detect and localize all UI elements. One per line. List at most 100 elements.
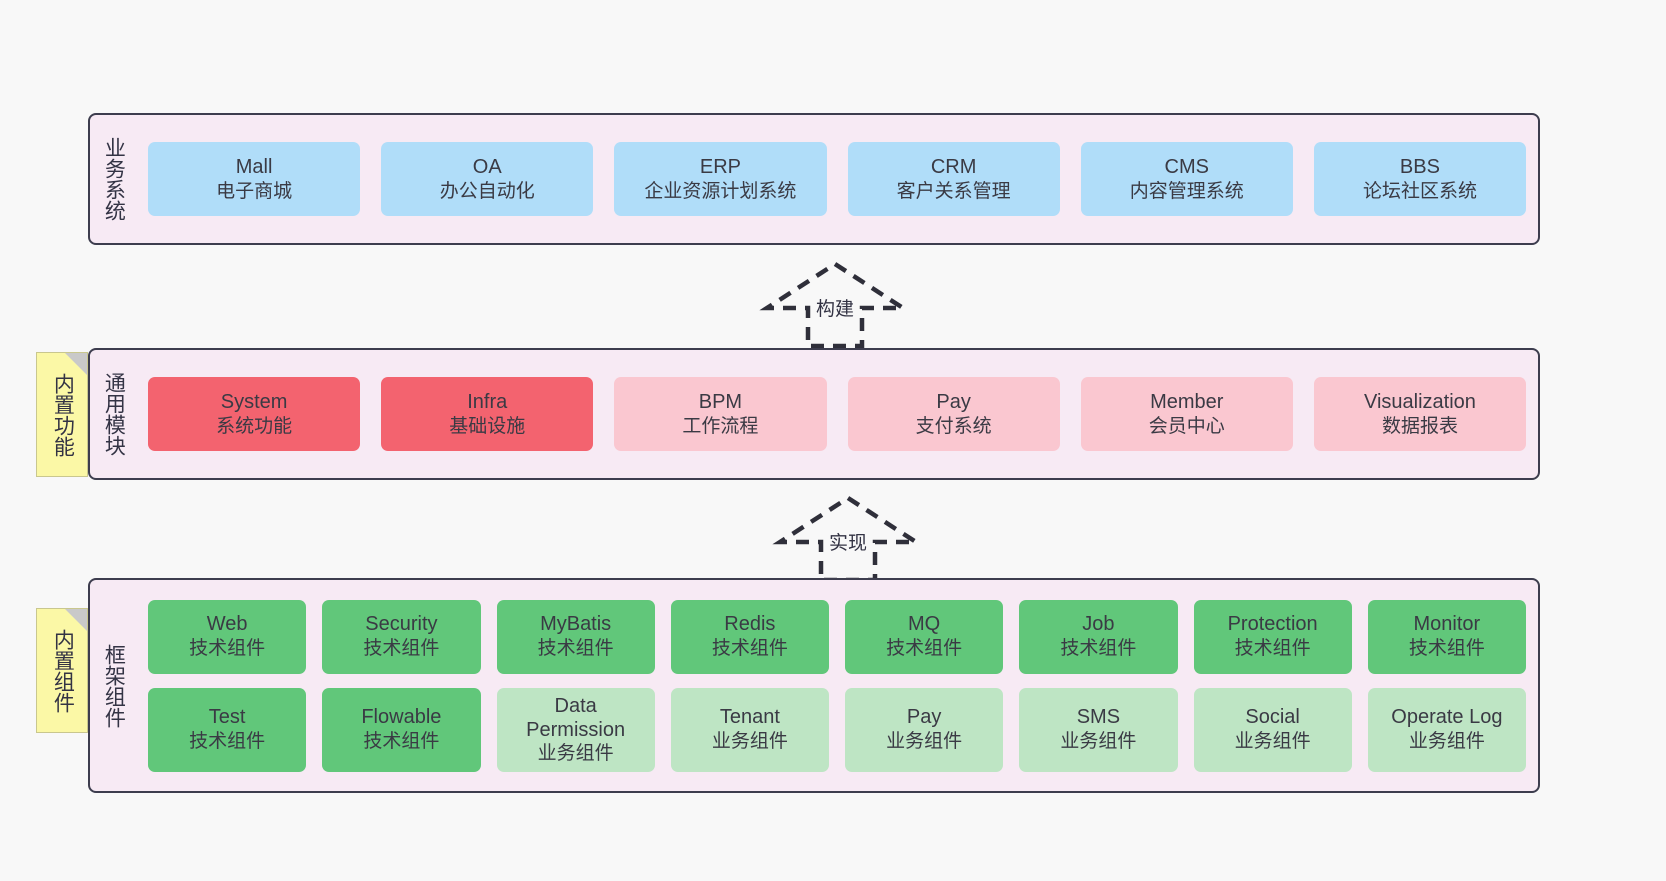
node-title: Monitor bbox=[1413, 613, 1481, 636]
node-title: MQ bbox=[908, 613, 941, 636]
note-label: 内置组件 bbox=[51, 628, 75, 713]
note-builtin-features[interactable]: 内置功能 bbox=[36, 352, 88, 477]
node-mq[interactable]: MQ 技术组件 bbox=[845, 599, 1004, 674]
layer-common-modules[interactable]: 通用模块 System 系统功能 Infra 基础设施 BPM 工作流程 Pay… bbox=[88, 348, 1540, 480]
node-security[interactable]: Security 技术组件 bbox=[322, 599, 481, 674]
node-mybatis[interactable]: MyBatis 技术组件 bbox=[496, 599, 655, 674]
node-title: ERP bbox=[699, 155, 741, 178]
row: Web 技术组件 Security 技术组件 MyBatis 技术组件 Redi… bbox=[148, 599, 1526, 674]
node-monitor[interactable]: Monitor 技术组件 bbox=[1367, 599, 1526, 674]
node-title: BPM bbox=[698, 390, 743, 413]
node-subtitle: 客户关系管理 bbox=[896, 180, 1011, 202]
node-title: Visualization bbox=[1363, 390, 1476, 413]
node-member[interactable]: Member 会员中心 bbox=[1080, 377, 1293, 451]
node-test[interactable]: Test 技术组件 bbox=[148, 687, 307, 772]
folded-corner-icon bbox=[65, 353, 87, 375]
node-subtitle: 业务组件 bbox=[711, 731, 788, 753]
node-operate-log[interactable]: Operate Log 业务组件 bbox=[1367, 687, 1526, 772]
node-subtitle: 电子商城 bbox=[216, 180, 293, 202]
layer-body-common-modules: System 系统功能 Infra 基础设施 BPM 工作流程 Pay 支付系统… bbox=[136, 350, 1538, 478]
node-title: Redis bbox=[724, 613, 776, 636]
folded-corner-icon bbox=[65, 609, 87, 631]
node-title: Pay bbox=[906, 706, 942, 729]
node-subtitle: 支付系统 bbox=[915, 415, 992, 437]
node-erp[interactable]: ERP 企业资源计划系统 bbox=[614, 142, 827, 216]
node-subtitle: 业务组件 bbox=[537, 742, 614, 764]
node-subtitle: 基础设施 bbox=[449, 415, 526, 437]
node-title: Operate Log bbox=[1391, 706, 1503, 729]
node-title: MyBatis bbox=[540, 613, 612, 636]
node-cms[interactable]: CMS 内容管理系统 bbox=[1080, 142, 1293, 216]
connector-label: 实现 bbox=[828, 533, 867, 554]
node-crm[interactable]: CRM 客户关系管理 bbox=[847, 142, 1060, 216]
node-subtitle: 技术组件 bbox=[711, 638, 788, 660]
node-subtitle: 数据报表 bbox=[1381, 415, 1458, 437]
layer-framework-components[interactable]: 框架组件 Web 技术组件 Security 技术组件 MyBatis 技术组件… bbox=[88, 578, 1540, 793]
node-title: Security bbox=[365, 613, 438, 636]
node-title: Mall bbox=[235, 155, 273, 178]
node-data-permission[interactable]: Data Permission 业务组件 bbox=[496, 687, 655, 772]
note-label: 内置功能 bbox=[51, 372, 75, 457]
node-subtitle: 技术组件 bbox=[886, 638, 963, 660]
node-web[interactable]: Web 技术组件 bbox=[148, 599, 307, 674]
connector-label: 构建 bbox=[815, 299, 854, 320]
node-subtitle: 业务组件 bbox=[1408, 731, 1485, 753]
row: Test 技术组件 Flowable 技术组件 Data Permission … bbox=[148, 687, 1526, 772]
note-builtin-components[interactable]: 内置组件 bbox=[36, 608, 88, 733]
node-title: Social bbox=[1245, 706, 1300, 729]
node-pay-business[interactable]: Pay 业务组件 bbox=[845, 687, 1004, 772]
node-subtitle: 办公自动化 bbox=[439, 180, 535, 202]
node-flowable[interactable]: Flowable 技术组件 bbox=[322, 687, 481, 772]
node-subtitle: 会员中心 bbox=[1148, 415, 1225, 437]
node-title: CRM bbox=[930, 155, 977, 178]
node-title: Protection bbox=[1227, 613, 1318, 636]
node-subtitle: 技术组件 bbox=[1408, 638, 1485, 660]
layer-body-business-systems: Mall 电子商城 OA 办公自动化 ERP 企业资源计划系统 CRM 客户关系… bbox=[136, 115, 1538, 243]
node-subtitle: 技术组件 bbox=[363, 638, 440, 660]
connector-implement: 实现 bbox=[768, 492, 928, 582]
node-pay[interactable]: Pay 支付系统 bbox=[847, 377, 1060, 451]
node-subtitle: 系统功能 bbox=[216, 415, 293, 437]
node-subtitle: 工作流程 bbox=[682, 415, 759, 437]
connector-build: 构建 bbox=[755, 258, 915, 348]
layer-title-business-systems: 业务系统 bbox=[102, 137, 126, 221]
node-visualization[interactable]: Visualization 数据报表 bbox=[1313, 377, 1527, 451]
node-sms[interactable]: SMS 业务组件 bbox=[1019, 687, 1178, 772]
node-title: SMS bbox=[1076, 706, 1121, 729]
node-protection[interactable]: Protection 技术组件 bbox=[1193, 599, 1352, 674]
node-redis[interactable]: Redis 技术组件 bbox=[670, 599, 829, 674]
node-subtitle: 业务组件 bbox=[1060, 731, 1137, 753]
node-mall[interactable]: Mall 电子商城 bbox=[148, 142, 361, 216]
node-subtitle: 企业资源计划系统 bbox=[644, 180, 797, 202]
node-subtitle: 技术组件 bbox=[363, 731, 440, 753]
node-title: BBS bbox=[1399, 155, 1440, 178]
node-title: System bbox=[220, 390, 288, 413]
layer-title-common-modules: 通用模块 bbox=[102, 372, 126, 456]
node-subtitle: 技术组件 bbox=[189, 638, 266, 660]
node-tenant[interactable]: Tenant 业务组件 bbox=[670, 687, 829, 772]
node-subtitle: 论坛社区系统 bbox=[1362, 180, 1477, 202]
node-infra[interactable]: Infra 基础设施 bbox=[381, 377, 594, 451]
node-title: Flowable bbox=[361, 706, 442, 729]
node-oa[interactable]: OA 办公自动化 bbox=[381, 142, 594, 216]
row: Mall 电子商城 OA 办公自动化 ERP 企业资源计划系统 CRM 客户关系… bbox=[148, 142, 1527, 216]
node-bbs[interactable]: BBS 论坛社区系统 bbox=[1313, 142, 1527, 216]
node-bpm[interactable]: BPM 工作流程 bbox=[614, 377, 827, 451]
node-system[interactable]: System 系统功能 bbox=[148, 377, 361, 451]
node-subtitle: 业务组件 bbox=[886, 731, 963, 753]
node-title: Web bbox=[206, 613, 248, 636]
node-social[interactable]: Social 业务组件 bbox=[1193, 687, 1352, 772]
node-title: Job bbox=[1082, 613, 1115, 636]
node-title: Data Permission bbox=[526, 694, 626, 741]
node-subtitle: 技术组件 bbox=[189, 731, 266, 753]
node-title: Infra bbox=[467, 390, 508, 413]
layer-title-framework-components: 框架组件 bbox=[102, 643, 126, 728]
node-subtitle: 技术组件 bbox=[537, 638, 614, 660]
layer-business-systems[interactable]: 业务系统 Mall 电子商城 OA 办公自动化 ERP 企业资源计划系统 CRM… bbox=[88, 113, 1540, 245]
node-job[interactable]: Job 技术组件 bbox=[1019, 599, 1178, 674]
node-subtitle: 技术组件 bbox=[1234, 638, 1311, 660]
node-subtitle: 业务组件 bbox=[1234, 731, 1311, 753]
node-title: Pay bbox=[936, 390, 971, 413]
layer-body-framework-components: Web 技术组件 Security 技术组件 MyBatis 技术组件 Redi… bbox=[136, 580, 1538, 791]
